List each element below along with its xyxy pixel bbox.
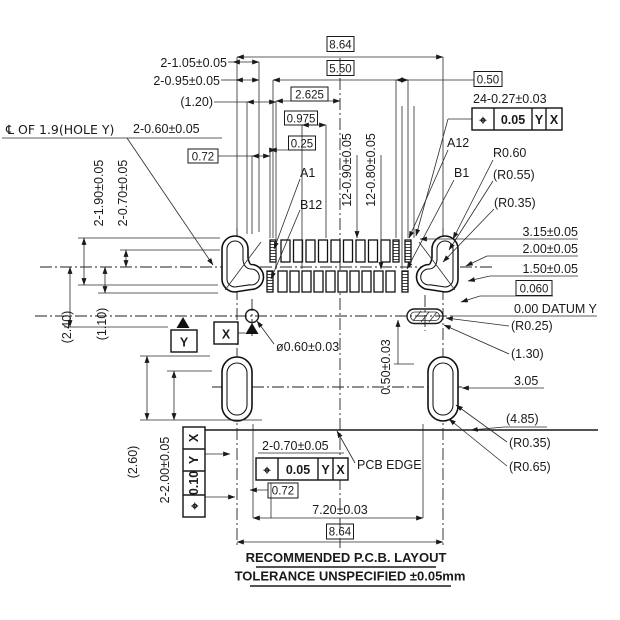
svg-text:0.05: 0.05 [501,113,525,127]
dim-r065: (R0.65) [509,460,551,474]
title-block: RECOMMENDED P.C.B. LAYOUT TOLERANCE UNSP… [235,550,466,587]
dim-305: 3.05 [514,374,538,388]
dim-072-bottom: 0.72 [272,486,294,498]
shield-hole-pad-left [221,235,265,293]
reference-boxes [187,36,553,540]
dim-2-070-bottom: 2-0.70±0.05 [262,439,329,453]
note-centerline-hole-y: ℄ OF 1.9(HOLE Y) [5,122,114,137]
dim-pitch: 0.50 [477,75,499,87]
datum-x-symbol: X [213,321,259,345]
extension-lines [64,57,597,518]
dim-485: (4.85) [506,412,539,426]
dim-pad-span: 5.50 [329,64,351,76]
pin-a12: A12 [447,136,469,150]
fcf-bottom: ⌖ 0.05 Y X [255,457,349,481]
pin-a1: A1 [300,166,315,180]
dim-hole-dia: ø0.60±0.03 [276,340,339,354]
dim-12-090: 12-0.90±0.05 [340,133,354,207]
pin-b12: B12 [300,198,322,212]
svg-text:X: X [336,463,345,477]
drawing-title: RECOMMENDED P.C.B. LAYOUT [246,550,447,565]
dim-025: 0.25 [291,139,313,151]
dim-240: (2.40) [60,311,74,344]
dim-315: 3.15±0.05 [522,225,578,239]
fcf-left-vertical: X Y 0.10 ⌖ [182,426,206,518]
svg-text:X: X [550,113,559,127]
svg-text:Y: Y [321,463,330,477]
dim-pad-width: 24-0.27±0.03 [473,92,547,106]
dim-2-095: 2-0.95±0.05 [153,74,220,88]
dim-r055: (R0.55) [493,168,535,182]
label-datum-y-line: 0.00 DATUM Y [514,302,598,316]
dim-top-width: 8.64 [329,40,352,52]
datum-y-symbol: Y [170,317,198,353]
dim-2-200: 2-2.00±0.05 [158,437,172,504]
dim-072-top: 0.72 [192,152,214,164]
svg-text:X: X [187,433,201,442]
shield-hole-pad-bottom-left [221,356,253,422]
svg-text:Y: Y [535,113,544,127]
dim-r025: (R0.25) [511,319,553,333]
svg-text:Y: Y [187,455,201,464]
dim-r035-top: (R0.35) [494,196,536,210]
dim-12-080: 12-0.80±0.05 [364,133,378,207]
dim-2-190: 2-1.90±0.05 [92,160,106,227]
dim-720: 7.20±0.03 [312,503,368,517]
pad-row-top [269,239,412,263]
dim-200: 2.00±0.05 [522,242,578,256]
svg-text:0.10: 0.10 [187,471,201,495]
dim-0975: 0.975 [287,114,316,126]
pad-row-bottom [266,270,409,293]
position-symbol: ⌖ [478,113,487,128]
shield-hole-pad-right [415,235,459,293]
dim-0060: 0.060 [520,284,549,296]
position-symbol: ⌖ [187,502,202,511]
fcf-top: ⌖ 0.05 Y X [471,107,563,131]
datum-hole-x [244,308,260,324]
datum-x-label: X [222,328,231,342]
svg-text:0.05: 0.05 [286,463,310,477]
position-symbol: ⌖ [262,463,271,478]
dim-150: 1.50±0.05 [522,262,578,276]
dimension-labels: 8.64 5.50 2.625 0.975 0.25 0.50 24-0.27±… [5,40,598,539]
dim-120: (1.20) [180,95,213,109]
dimension-lines [2,54,578,545]
shield-hole-pad-bottom-right [427,356,459,422]
label-pcb-edge: PCB EDGE [357,458,422,472]
dim-r060: R0.60 [493,146,526,160]
tolerance-note: TOLERANCE UNSPECIFIED ±0.05mm [235,569,466,584]
dim-2-060: 2-0.60±0.05 [133,122,200,136]
dim-050-vert: 0.50±0.03 [379,339,393,395]
dim-260: (2.60) [126,446,140,479]
dim-2625: 2.625 [295,90,324,102]
dim-2-070-left: 2-0.70±0.05 [116,160,130,227]
dim-2-105: 2-1.05±0.05 [160,56,227,70]
dim-130: (1.30) [511,347,544,361]
datum-y-label: Y [180,336,189,350]
dim-r035-bot: (R0.35) [509,436,551,450]
dim-bot-width: 8.64 [329,527,352,539]
slot-pad-right [406,308,444,325]
pin-b1: B1 [454,166,469,180]
dim-110: (1.10) [95,308,109,341]
